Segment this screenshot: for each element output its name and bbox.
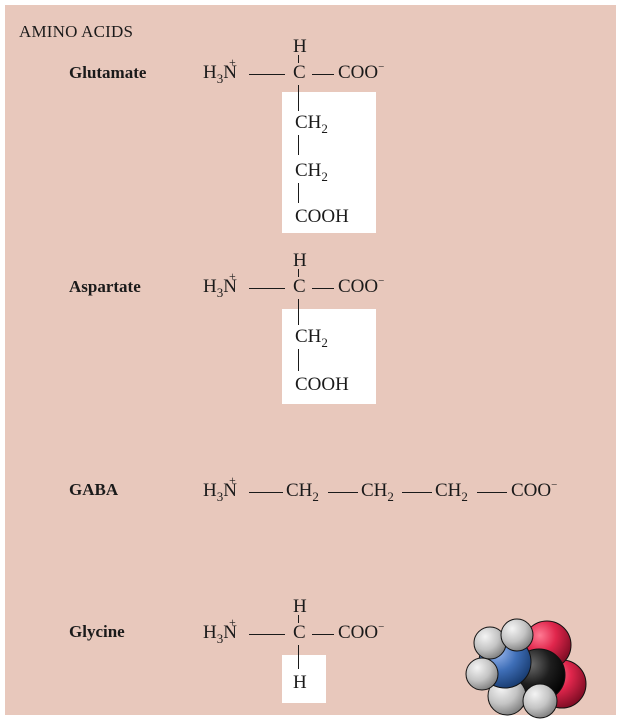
glutamate-label: Glutamate	[69, 63, 147, 82]
aspartate-bond-c-h	[298, 269, 300, 277]
glycine-side-chain-box	[282, 655, 326, 703]
aspartate-side-carboxyl: COOH	[295, 374, 349, 395]
gaba-ch2-second: CH2	[361, 480, 394, 504]
glutamate-side-chain-box	[282, 92, 376, 233]
aspartate-amine-charge: +	[229, 269, 236, 283]
hydrogen-atom	[465, 657, 499, 691]
gaba-label: GABA	[69, 480, 119, 499]
gaba-ch2-third: CH2	[435, 480, 468, 504]
glycine-alpha-hydrogen: H	[293, 596, 307, 617]
section-heading: AMINO ACIDS	[19, 22, 134, 41]
aspartate-side-chain-box	[282, 309, 376, 404]
glycine-label: Glycine	[69, 622, 125, 641]
glutamate-bond-ch2-cooh	[298, 183, 300, 203]
aspartate-bond-c-coo	[312, 288, 334, 290]
glutamate-bond-c-h	[298, 55, 300, 63]
glutamate-bond-c-ch2	[298, 85, 300, 111]
glutamate-side-ch2-second: CH2	[295, 160, 328, 184]
aspartate-side-ch2: CH2	[295, 326, 328, 350]
glutamate-carboxylate: COO−	[338, 61, 385, 83]
glycine-bond-c-h-side	[298, 645, 300, 669]
aspartate-bond-ch2-cooh	[298, 349, 300, 371]
glycine-amine-group: H3N	[203, 622, 237, 646]
glutamate-bond-n-c	[249, 74, 285, 76]
glycine-side-hydrogen: H	[293, 672, 307, 693]
gaba-bond-ch2-coo	[477, 492, 507, 494]
glutamate-amine-group: H3N	[203, 62, 237, 86]
gaba-bond-ch2-ch2-first	[328, 492, 358, 494]
aspartate-alpha-hydrogen: H	[293, 250, 307, 271]
glycine-carboxylate: COO−	[338, 621, 385, 643]
gaba-amine-charge: +	[229, 473, 236, 487]
glycine-bond-n-c	[249, 634, 285, 636]
gaba-bond-n-ch2	[249, 492, 283, 494]
glutamate-amine-charge: +	[229, 55, 236, 69]
aspartate-bond-c-ch2	[298, 299, 300, 325]
glutamate-bond-c-coo	[312, 74, 334, 76]
aspartate-label: Aspartate	[69, 277, 141, 296]
aspartate-alpha-carbon: C	[293, 276, 306, 297]
glutamate-alpha-carbon: C	[293, 62, 306, 83]
hydrogen-atom	[500, 618, 534, 652]
glutamate-side-ch2-first: CH2	[295, 112, 328, 136]
gaba-carboxylate: COO−	[511, 479, 558, 501]
glycine-amine-charge: +	[229, 615, 236, 629]
glycine-space-filling-model	[465, 618, 587, 719]
gaba-amine-group: H3N	[203, 480, 237, 504]
glutamate-side-carboxyl: COOH	[295, 206, 349, 227]
hydrogen-atom	[522, 683, 558, 719]
aspartate-bond-n-c	[249, 288, 285, 290]
aspartate-amine-group: H3N	[203, 276, 237, 300]
gaba-ch2-first: CH2	[286, 480, 319, 504]
glycine-bond-c-coo	[312, 634, 334, 636]
glycine-alpha-carbon: C	[293, 622, 306, 643]
glutamate-alpha-hydrogen: H	[293, 36, 307, 57]
gaba-bond-ch2-ch2-second	[402, 492, 432, 494]
glycine-bond-c-h	[298, 615, 300, 623]
amino-acids-panel: AMINO ACIDS Glutamate H H3N + C COO− CH2…	[5, 5, 616, 719]
glutamate-bond-ch2-ch2	[298, 135, 300, 155]
aspartate-carboxylate: COO−	[338, 275, 385, 297]
